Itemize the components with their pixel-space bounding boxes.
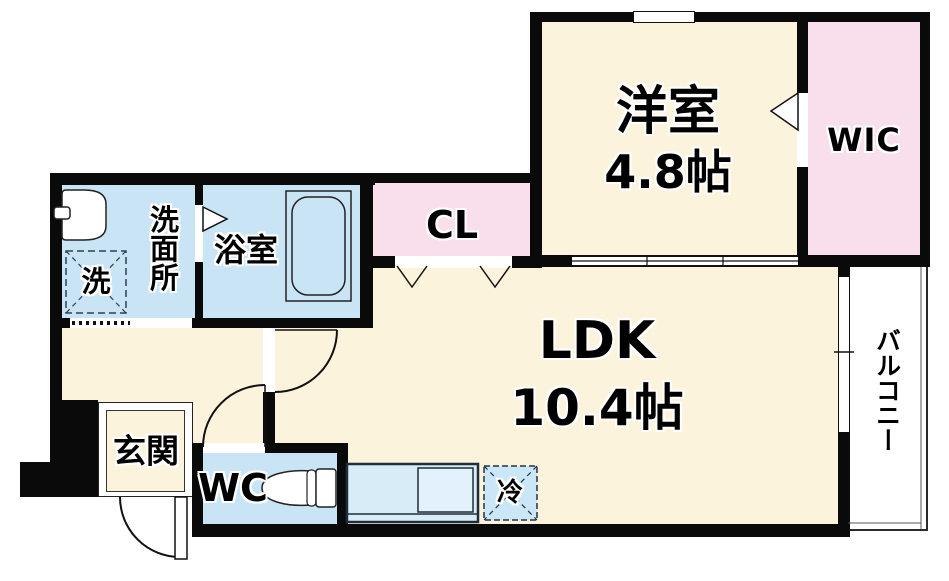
wall-south	[192, 524, 848, 537]
genkan-floor	[106, 410, 185, 492]
wall-wc-east	[337, 443, 348, 537]
room-balcony	[846, 265, 928, 531]
wall-bath-east	[360, 173, 373, 328]
label-genkan: 玄関	[113, 431, 179, 471]
label-wc: WC	[198, 466, 268, 510]
washroom-door-opening	[132, 318, 192, 328]
wall-wc-north	[192, 443, 348, 453]
label-cl: CL	[425, 203, 479, 247]
ldk-door-opening	[263, 328, 275, 392]
wall-washblock-south	[50, 318, 373, 328]
wall-wash-bath-lower	[195, 262, 203, 328]
label-wic: WIC	[827, 121, 901, 159]
yoshitsu-sliding-door	[572, 255, 798, 267]
label-ldk: LDK	[538, 311, 656, 371]
wall-yoshitsu-west	[530, 12, 542, 268]
cl-folding-door-opening	[395, 256, 512, 268]
entrance-door-arc	[119, 496, 181, 558]
label-bathroom: 浴室	[213, 231, 279, 269]
wall-cl-north	[360, 173, 530, 183]
balcony-window	[838, 277, 850, 432]
wall-entry-block-ext	[20, 462, 50, 497]
wall-west-outer	[50, 173, 62, 403]
bathroom-door-opening	[195, 205, 203, 262]
label-refrigerator: 冷	[496, 478, 524, 508]
wall-hall-ldk	[263, 392, 275, 453]
wall-entry-block	[50, 400, 98, 497]
label-washroom: 洗面所	[145, 204, 180, 292]
room-yoshitsu	[542, 22, 797, 257]
yoshitsu-window	[633, 11, 695, 23]
label-ldk-size: 10.4帖	[510, 379, 684, 437]
wic-door-opening	[798, 93, 808, 167]
wall-yoshitsu-wic-upper	[797, 12, 808, 93]
label-yoshitsu: 洋室	[615, 82, 721, 142]
wall-wc-west	[192, 443, 203, 537]
washroom-door-pocket	[70, 318, 132, 328]
wall-wash-bath-upper	[195, 176, 203, 205]
room-cl	[373, 183, 530, 258]
wall-yoshitsu-wic-lower	[797, 167, 808, 258]
wall-east-upper	[920, 12, 930, 265]
label-yoshitsu-size: 4.8帖	[604, 145, 732, 199]
label-washing-machine: 洗	[81, 264, 111, 299]
wc-door-opening	[203, 443, 265, 453]
room-wic	[808, 22, 920, 257]
entrance-door-leaf	[174, 496, 188, 560]
wall-washblock-north	[50, 173, 375, 185]
label-balcony: バルコニー	[872, 327, 902, 453]
wall-north	[530, 12, 930, 22]
